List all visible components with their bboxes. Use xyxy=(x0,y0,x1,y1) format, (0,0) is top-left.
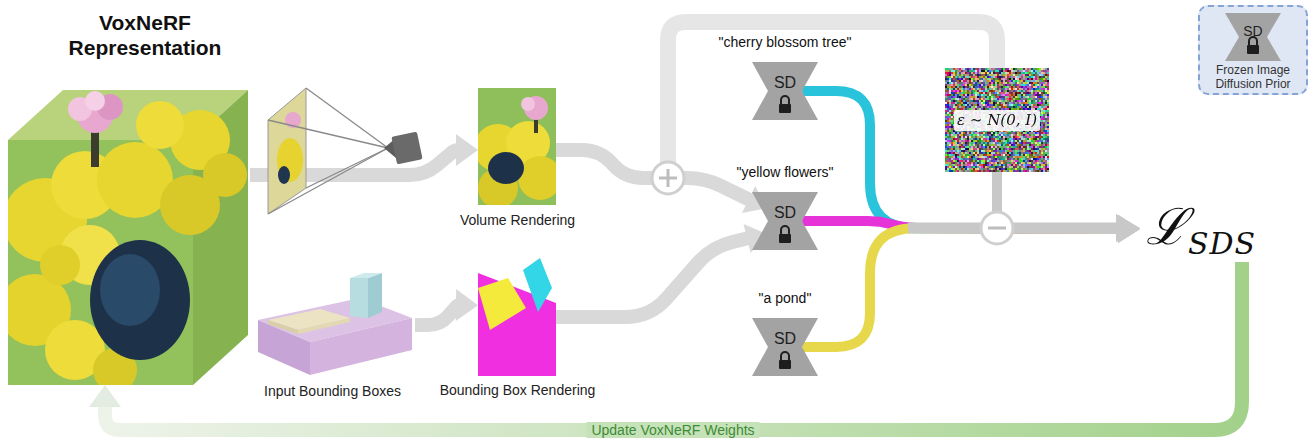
unet-shape: SD xyxy=(752,192,818,250)
svg-polygon xyxy=(752,192,818,250)
scene-representation: VoxNeRF Representation xyxy=(0,5,250,390)
svg-circle xyxy=(85,91,105,111)
svg-polygon xyxy=(1225,13,1281,61)
image-caption: Volume Rendering xyxy=(455,212,580,229)
svg-svg xyxy=(478,258,556,376)
model-name: SD xyxy=(752,204,818,222)
svg-polygon xyxy=(478,278,526,330)
svg-polygon xyxy=(298,318,350,334)
legend-box: SD Frozen Image Diffusion Prior xyxy=(1198,5,1308,95)
svg-polygon xyxy=(752,318,818,376)
svg-line xyxy=(306,148,388,188)
image-node: Input Bounding Boxes xyxy=(250,270,415,402)
connector-line xyxy=(556,150,754,202)
loss-subscript: SDS xyxy=(1188,228,1256,260)
arrow-head xyxy=(456,289,478,321)
connector-line xyxy=(802,228,1124,347)
edge-label: Update VoxNeRF Weights xyxy=(586,422,759,438)
arrow-head xyxy=(456,134,478,166)
unet-shape: SD xyxy=(1225,13,1281,61)
trunk-head xyxy=(1116,214,1140,242)
svg-polygon xyxy=(752,62,818,120)
svg-polygon xyxy=(523,258,552,312)
rendered-image xyxy=(478,258,556,376)
svg-g xyxy=(0,91,247,385)
svg-rect xyxy=(1247,45,1259,54)
unet-shape: SD xyxy=(752,62,818,120)
svg-rect xyxy=(391,132,422,165)
loss-node: ℒSDS xyxy=(1140,196,1310,262)
connector-line xyxy=(556,237,753,317)
svg-line xyxy=(268,148,388,214)
connector-line xyxy=(415,305,463,325)
diffusion-model: "a pond" SD xyxy=(715,290,855,378)
loss-symbol: ℒ xyxy=(1146,196,1188,258)
model-name: SD xyxy=(1225,22,1281,40)
unet-shape: SD xyxy=(752,318,818,376)
svg-circle xyxy=(136,101,184,149)
svg-rect xyxy=(779,104,791,113)
text-prompt: "cherry blossom tree" xyxy=(715,34,855,50)
image-node: Volume Rendering xyxy=(455,85,580,231)
svg-ellipse xyxy=(100,254,160,326)
connector-line xyxy=(105,262,1242,430)
svg-circle xyxy=(203,153,247,197)
flow-arrow xyxy=(802,215,1140,347)
plus-bar xyxy=(667,169,670,187)
connector-line xyxy=(997,172,1125,229)
connector-line xyxy=(802,221,1124,229)
svg-rect xyxy=(779,234,791,243)
rendered-image xyxy=(478,88,556,205)
svg-rect xyxy=(478,258,556,376)
image-caption: Bounding Box Rendering xyxy=(435,382,600,399)
svg-ellipse xyxy=(90,240,190,360)
svg-polygon xyxy=(350,278,368,318)
flow-arrow xyxy=(415,289,478,325)
flow-arrow xyxy=(556,150,767,213)
model-name: SD xyxy=(752,330,818,348)
flow-arrow xyxy=(89,262,1242,430)
node-title: VoxNeRF Representation xyxy=(55,10,235,60)
svg-polygon xyxy=(268,88,306,214)
text-prompt: "a pond" xyxy=(715,290,855,306)
svg-ellipse xyxy=(278,166,290,184)
node-caption: Frozen Image Diffusion Prior xyxy=(1204,63,1302,91)
svg-svg xyxy=(250,270,415,380)
camera-frustum xyxy=(268,88,423,214)
svg-ellipse xyxy=(488,152,524,184)
diffusion-model: "cherry blossom tree" SD xyxy=(715,34,855,122)
svg-circle xyxy=(521,97,535,111)
svg-svg xyxy=(478,88,556,205)
svg-line xyxy=(268,120,388,148)
flow-arrow xyxy=(556,224,767,317)
voxnerf-cube xyxy=(0,85,250,385)
svg-polygon xyxy=(350,273,382,278)
noise-box: ε ∼ N(0, I) xyxy=(945,68,1049,172)
diffusion-model: "yellow flowers" SD xyxy=(715,164,855,252)
noise-formula: ε ∼ N(0, I) xyxy=(954,110,1040,131)
svg-polygon xyxy=(368,273,382,318)
minus-bar xyxy=(988,227,1006,230)
plus-sign xyxy=(652,162,684,194)
minus-sign xyxy=(981,212,1013,244)
svg-line xyxy=(306,88,388,148)
svg-rect xyxy=(779,360,791,369)
image-node: Bounding Box Rendering xyxy=(435,258,600,401)
image-caption: Input Bounding Boxes xyxy=(250,383,415,400)
svg-circle xyxy=(40,245,80,285)
svg-path xyxy=(781,352,789,360)
svg-circle xyxy=(518,156,556,200)
text-prompt: "yellow flowers" xyxy=(715,164,855,180)
model-name: SD xyxy=(752,74,818,92)
flow-arrow xyxy=(802,215,1140,243)
svg-polygon xyxy=(8,140,193,385)
svg-path xyxy=(781,96,789,104)
bounding-box-scene xyxy=(250,270,415,380)
arrow-head xyxy=(89,385,121,407)
svg-polygon xyxy=(268,320,298,334)
svg-svg xyxy=(0,85,250,385)
svg-path xyxy=(781,226,789,234)
